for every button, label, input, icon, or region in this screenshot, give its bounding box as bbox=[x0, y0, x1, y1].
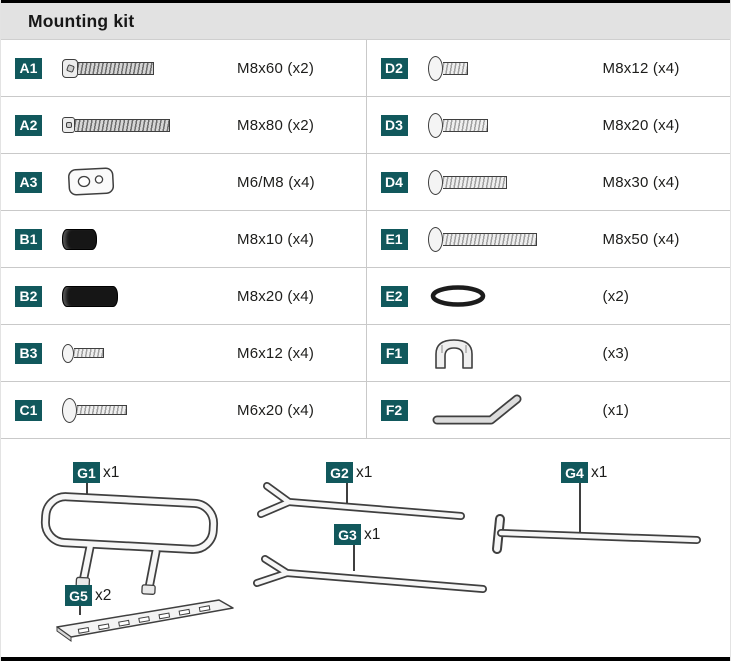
part-row-f2: F2 (x1) bbox=[365, 382, 730, 439]
part-id-badge: F1 bbox=[380, 342, 408, 364]
part-spec: M6/M8 (x4) bbox=[237, 173, 315, 191]
part-id-badge: A1 bbox=[15, 57, 42, 79]
tube-spacer-long-icon bbox=[62, 285, 237, 307]
part-id-badge: A2 bbox=[15, 114, 42, 136]
pan-head-screw-long-icon bbox=[427, 226, 603, 252]
part-qty: x1 bbox=[356, 463, 373, 481]
part-id-badge: B3 bbox=[15, 342, 42, 364]
part-row-e1: E1 M8x50 (x4) bbox=[365, 211, 730, 268]
pan-head-screw-small-icon bbox=[62, 343, 237, 363]
part-id-badge: G3 bbox=[334, 524, 361, 545]
flat-head-bolt-icon bbox=[62, 117, 237, 133]
part-id-badge: F2 bbox=[380, 399, 408, 421]
support-rod-icon bbox=[253, 551, 493, 603]
page-title: Mounting kit bbox=[28, 10, 135, 31]
loose-part-tag-g4: G4 x1 bbox=[561, 462, 607, 483]
header: Mounting kit bbox=[1, 3, 730, 40]
part-row-a2: A2 M8x80 (x2) bbox=[1, 97, 366, 154]
pan-head-screw-icon bbox=[427, 112, 603, 138]
loose-part-tag-g3: G3 x1 bbox=[334, 524, 380, 545]
leader-line-g1 bbox=[86, 483, 88, 498]
pan-head-screw-medium-icon bbox=[427, 169, 603, 195]
parts-table: A1 M8x60 (x2) D2 M8x12 (x4) A2 M8x80 (x2… bbox=[1, 40, 730, 439]
part-id-badge: G5 bbox=[65, 585, 92, 606]
part-qty: x1 bbox=[364, 525, 381, 543]
o-ring-icon bbox=[428, 283, 603, 309]
part-id-badge: G4 bbox=[561, 462, 588, 483]
loose-part-tag-g5: G5 x2 bbox=[65, 585, 111, 606]
leader-line-g2 bbox=[346, 483, 348, 506]
part-id-badge: B2 bbox=[15, 285, 42, 307]
part-spec: M8x20 (x4) bbox=[602, 116, 680, 134]
part-spec: M8x30 (x4) bbox=[602, 173, 680, 191]
part-row-d3: D3 M8x20 (x4) bbox=[365, 97, 730, 154]
part-id-badge: G2 bbox=[326, 462, 353, 483]
part-id-badge: E2 bbox=[380, 285, 408, 307]
clamp-icon bbox=[428, 333, 603, 373]
part-qty: x1 bbox=[103, 463, 120, 481]
loose-part-tag-g2: G2 x1 bbox=[326, 462, 372, 483]
part-row-d2: D2 M8x12 (x4) bbox=[365, 40, 730, 97]
leader-line-g3 bbox=[353, 545, 355, 571]
socket-head-bolt-icon bbox=[62, 58, 237, 78]
part-qty: x1 bbox=[591, 463, 608, 481]
part-row-b1: B1 M8x10 (x4) bbox=[1, 211, 366, 268]
part-id-badge: C1 bbox=[15, 399, 42, 421]
part-spec: M8x12 (x4) bbox=[602, 59, 680, 77]
allen-key-icon bbox=[428, 390, 603, 430]
loose-parts-section: G1 x1 bbox=[1, 439, 730, 657]
part-spec: (x2) bbox=[602, 287, 630, 305]
spacer-plate-icon bbox=[62, 163, 237, 201]
part-id-badge: B1 bbox=[15, 228, 42, 250]
part-spec: M8x60 (x2) bbox=[237, 59, 315, 77]
mounting-rail-icon bbox=[49, 591, 244, 649]
part-spec: (x3) bbox=[602, 344, 630, 362]
part-id-badge: D4 bbox=[380, 171, 408, 193]
handle-tube-icon bbox=[29, 472, 234, 602]
part-spec: M6x20 (x4) bbox=[237, 401, 315, 419]
pan-head-screw-short-icon bbox=[427, 55, 603, 81]
part-row-a3: A3 M6/M8 (x4) bbox=[1, 154, 366, 211]
part-qty: x2 bbox=[95, 586, 112, 604]
bottom-frame bbox=[1, 657, 730, 661]
part-row-e2: E2 (x2) bbox=[365, 268, 730, 325]
part-row-a1: A1 M8x60 (x2) bbox=[1, 40, 366, 97]
part-row-d4: D4 M8x30 (x4) bbox=[365, 154, 730, 211]
part-spec: (x1) bbox=[602, 401, 630, 419]
part-row-f1: F1 (x3) bbox=[365, 325, 730, 382]
top-frame bbox=[1, 0, 730, 3]
part-row-b3: B3 M6x12 (x4) bbox=[1, 325, 366, 382]
pan-head-screw-m6-icon bbox=[62, 397, 237, 423]
extension-rod-icon bbox=[487, 511, 707, 559]
leader-line-g4 bbox=[579, 483, 581, 533]
part-row-c1: C1 M6x20 (x4) bbox=[1, 382, 366, 439]
part-spec: M8x50 (x4) bbox=[602, 230, 680, 248]
part-spec: M8x20 (x4) bbox=[237, 287, 315, 305]
part-row-b2: B2 M8x20 (x4) bbox=[1, 268, 366, 325]
loose-part-tag-g1: G1 x1 bbox=[73, 462, 119, 483]
part-spec: M8x10 (x4) bbox=[237, 230, 315, 248]
part-id-badge: D3 bbox=[380, 114, 408, 136]
leader-line-g5 bbox=[79, 606, 81, 615]
part-spec: M8x80 (x2) bbox=[237, 116, 315, 134]
part-id-badge: D2 bbox=[380, 57, 408, 79]
tube-spacer-short-icon bbox=[62, 228, 237, 250]
support-rod-icon bbox=[253, 474, 473, 532]
part-id-badge: E1 bbox=[380, 228, 408, 250]
part-id-badge: A3 bbox=[15, 171, 42, 193]
part-spec: M6x12 (x4) bbox=[237, 344, 315, 362]
part-id-badge: G1 bbox=[73, 462, 100, 483]
